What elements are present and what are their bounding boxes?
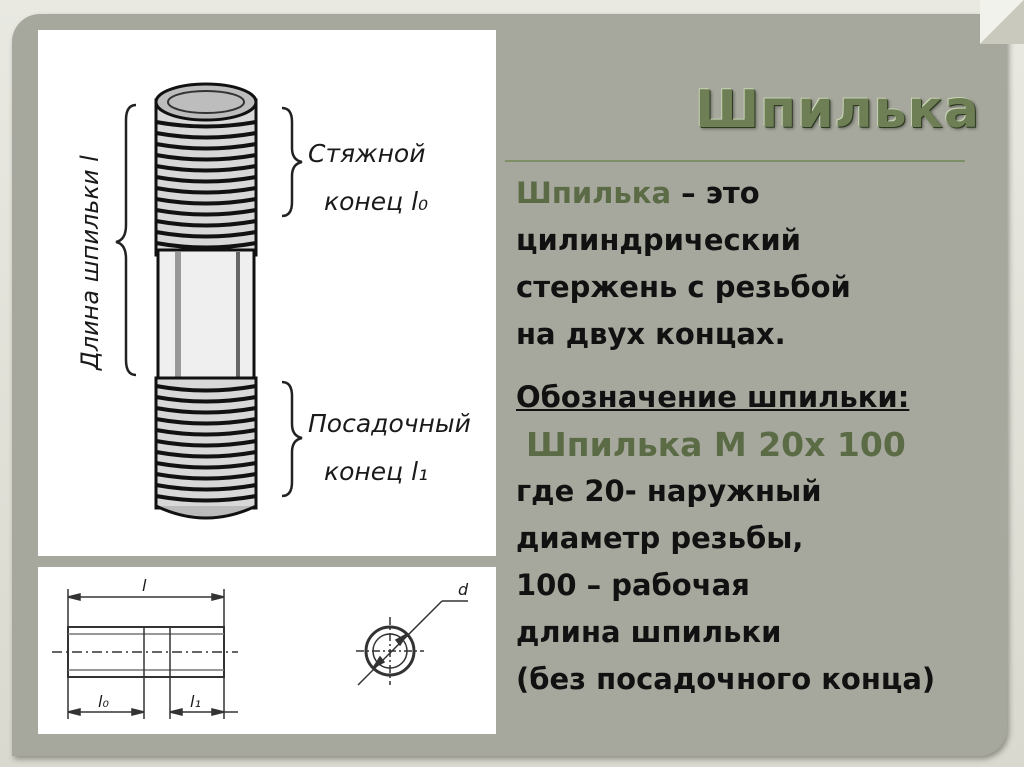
thread-ridge (155, 406, 257, 415)
stud-illustration: Длина шпильки l Стяжной конец l₀ Посадоч… (38, 30, 496, 556)
thread-ridge (155, 428, 257, 437)
thread-ridge (155, 131, 257, 140)
thread-ridge (155, 208, 257, 217)
thread-ridge (155, 197, 257, 206)
front-view (52, 589, 238, 719)
thread-ridge (155, 186, 257, 195)
page-curl-corner (980, 0, 1024, 44)
thread-ridge (155, 417, 257, 426)
thread-ridge (155, 494, 257, 503)
thread-ridge (155, 439, 257, 448)
stud-drawing: Длина шпильки l Стяжной конец l₀ Посадоч… (76, 82, 471, 520)
thread-ridge (155, 450, 257, 459)
designation-line-1: где 20- наружный (516, 474, 822, 508)
designation-line-2: диаметр резьбы, (516, 521, 804, 555)
thread-ridge (155, 142, 257, 151)
thread-ridge (155, 461, 257, 470)
definition-line-3: стержень с резьбой (516, 270, 851, 304)
diameter-label: d (458, 580, 469, 599)
thread-ridge (155, 483, 257, 492)
thread-ridge (155, 164, 257, 173)
definition-line-2: цилиндрический (516, 223, 802, 257)
l1-dimension-label: l₁ (190, 692, 201, 711)
tightening-end-label-2: конец l₀ (324, 187, 428, 216)
thread-ridge (155, 120, 257, 129)
length-dimension-label: l (142, 576, 147, 595)
tightening-end-brace (281, 106, 303, 218)
slide-body-text: Шпилька – это цилиндрический стержень с … (516, 170, 996, 703)
thread-ridge (155, 384, 257, 393)
technical-views: l l₀ l₁ d (52, 576, 469, 719)
definition-intro: – это (671, 176, 760, 210)
thread-ridge (155, 230, 257, 239)
seating-end-label-1: Посадочный (308, 409, 471, 438)
definition-line-4: на двух концах. (516, 317, 786, 351)
designation-example: Шпилька М 20х 100 (526, 425, 906, 464)
title-divider (505, 160, 965, 162)
thread-ridge (155, 219, 257, 228)
stud-body (154, 82, 258, 520)
definition-line-1: Шпилька – это (516, 170, 996, 217)
slide-title: Шпилька (695, 80, 980, 140)
thread-ridge (155, 153, 257, 162)
total-length-brace (115, 103, 137, 377)
l0-dimension-label: l₀ (98, 692, 109, 711)
thread-ridge (155, 241, 257, 250)
designation-line-4: длина шпильки (516, 615, 782, 649)
thread-ridge (155, 472, 257, 481)
stud-technical-drawing: l l₀ l₁ d (38, 567, 496, 734)
thread-ridge (155, 395, 257, 404)
designation-line-5: (без посадочного конца) (516, 662, 936, 696)
seating-end-brace (281, 380, 303, 498)
stud-length-label: Длина шпильки l (76, 155, 104, 371)
designation-heading: Обозначение шпильки: (516, 380, 910, 414)
seating-end-label-2: конец l₁ (324, 457, 428, 486)
thread-ridge (155, 175, 257, 184)
designation-line-3: 100 – рабочая (516, 568, 750, 602)
tightening-end-label-1: Стяжной (308, 139, 425, 168)
end-view (356, 600, 468, 686)
definition-term: Шпилька (516, 176, 672, 210)
